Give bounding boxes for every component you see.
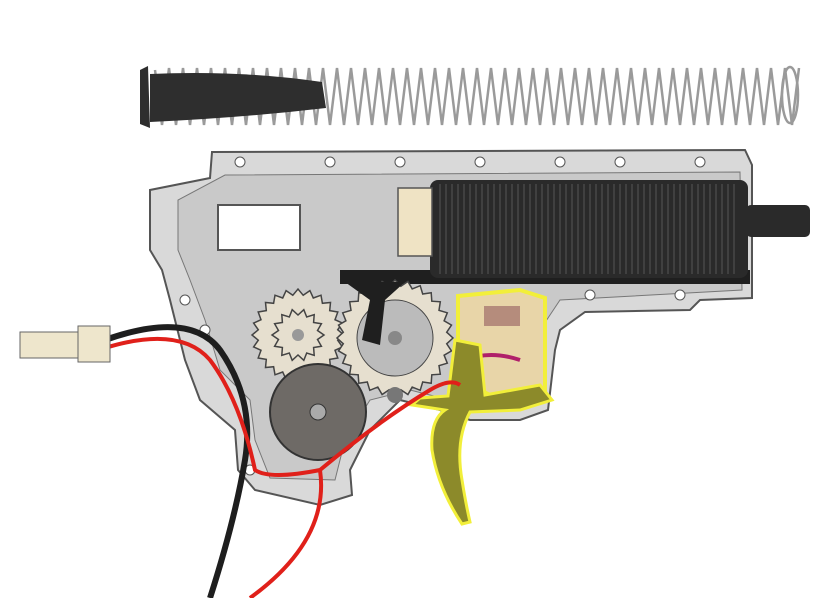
battery-connector [19, 325, 111, 363]
screw-hole [614, 156, 626, 168]
screw-hole [584, 289, 596, 301]
anti-reversal-latch [345, 282, 405, 345]
red-wire-lower [248, 469, 324, 598]
cylinder-head [397, 187, 433, 257]
spring-end [780, 65, 800, 125]
screw-hole [394, 156, 406, 168]
gear-axle [292, 329, 304, 341]
red-wire [104, 336, 462, 477]
bevel-gear [269, 363, 367, 461]
screw-hole [554, 156, 566, 168]
gear-axle [388, 331, 402, 345]
screw-hole [179, 294, 191, 306]
screw-hole [234, 156, 246, 168]
nozzle [746, 205, 810, 237]
cylinder [430, 180, 748, 278]
shell-window [217, 204, 301, 251]
trigger [408, 338, 555, 526]
switch-contact [484, 306, 520, 326]
spur-gear [250, 287, 346, 383]
screw-hole [324, 156, 336, 168]
screw-hole [694, 156, 706, 168]
black-wire [104, 324, 251, 598]
screw-holes [179, 156, 706, 476]
screw-hole [474, 156, 486, 168]
spring-guide [140, 66, 326, 128]
motor-pinion [387, 387, 403, 403]
screw-hole [674, 289, 686, 301]
